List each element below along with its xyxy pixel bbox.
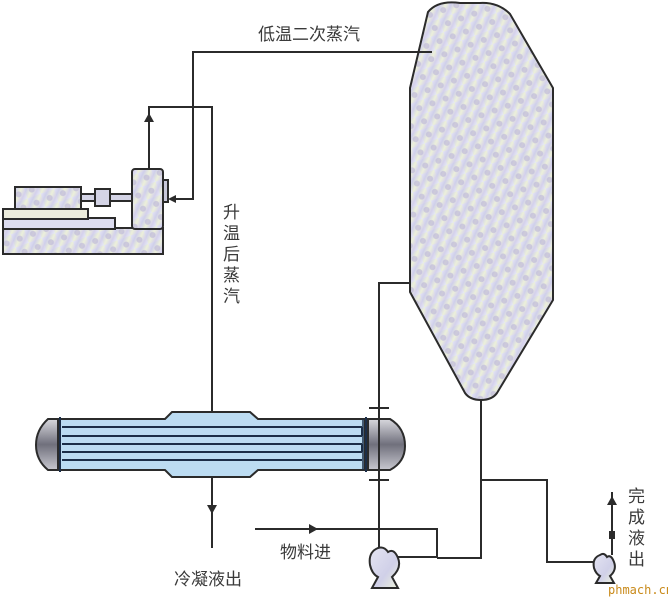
vertical-label-char: 后 bbox=[223, 245, 240, 265]
arrow-up-compressor-outlet bbox=[144, 113, 154, 122]
label-secondary-steam: 低温二次蒸汽 bbox=[258, 25, 360, 45]
motor bbox=[14, 186, 82, 210]
compressor-casing bbox=[131, 168, 164, 230]
label-condensate-out: 冷凝液出 bbox=[174, 570, 242, 590]
exchanger-tubes bbox=[62, 426, 363, 461]
check-valve bbox=[609, 531, 615, 539]
coupling bbox=[94, 188, 111, 207]
heat-exchanger bbox=[34, 411, 407, 478]
secondary-steam-pipe bbox=[172, 51, 432, 200]
feed-pipe bbox=[255, 528, 438, 558]
product-pipe bbox=[481, 479, 598, 563]
vertical-label-char: 蒸 bbox=[223, 266, 240, 286]
compressor-inlet-flange bbox=[162, 179, 169, 203]
exchanger-right-head bbox=[367, 418, 407, 471]
vertical-label-char: 升 bbox=[223, 203, 240, 223]
compressor-base bbox=[2, 227, 164, 255]
vessel-bottom-pipe bbox=[437, 400, 482, 559]
exchanger-left-head bbox=[34, 418, 59, 471]
vertical-label-char: 完 bbox=[628, 487, 645, 507]
discharge-pump bbox=[592, 552, 616, 584]
arrow-feed-right bbox=[309, 524, 318, 534]
circulation-pump bbox=[368, 546, 401, 589]
arrow-product-up bbox=[607, 496, 617, 505]
compressor bbox=[2, 168, 169, 255]
vertical-label-char: 温 bbox=[223, 224, 240, 244]
vertical-label-char: 成 bbox=[628, 508, 645, 528]
compressor-plate-upper bbox=[2, 208, 89, 220]
vertical-label-char: 汽 bbox=[223, 287, 240, 307]
label-feed-in: 物料进 bbox=[280, 543, 331, 563]
arrow-condensate-down bbox=[207, 505, 217, 514]
vertical-label-char: 出 bbox=[628, 550, 645, 570]
separator-vessel bbox=[409, 1, 554, 402]
arrow-into-compressor bbox=[168, 195, 176, 203]
heated-steam-pipe bbox=[148, 106, 213, 412]
vertical-label-char: 液 bbox=[628, 529, 645, 549]
vessel-return-pipe bbox=[378, 282, 410, 555]
watermark: phmach.cn bbox=[608, 583, 668, 597]
